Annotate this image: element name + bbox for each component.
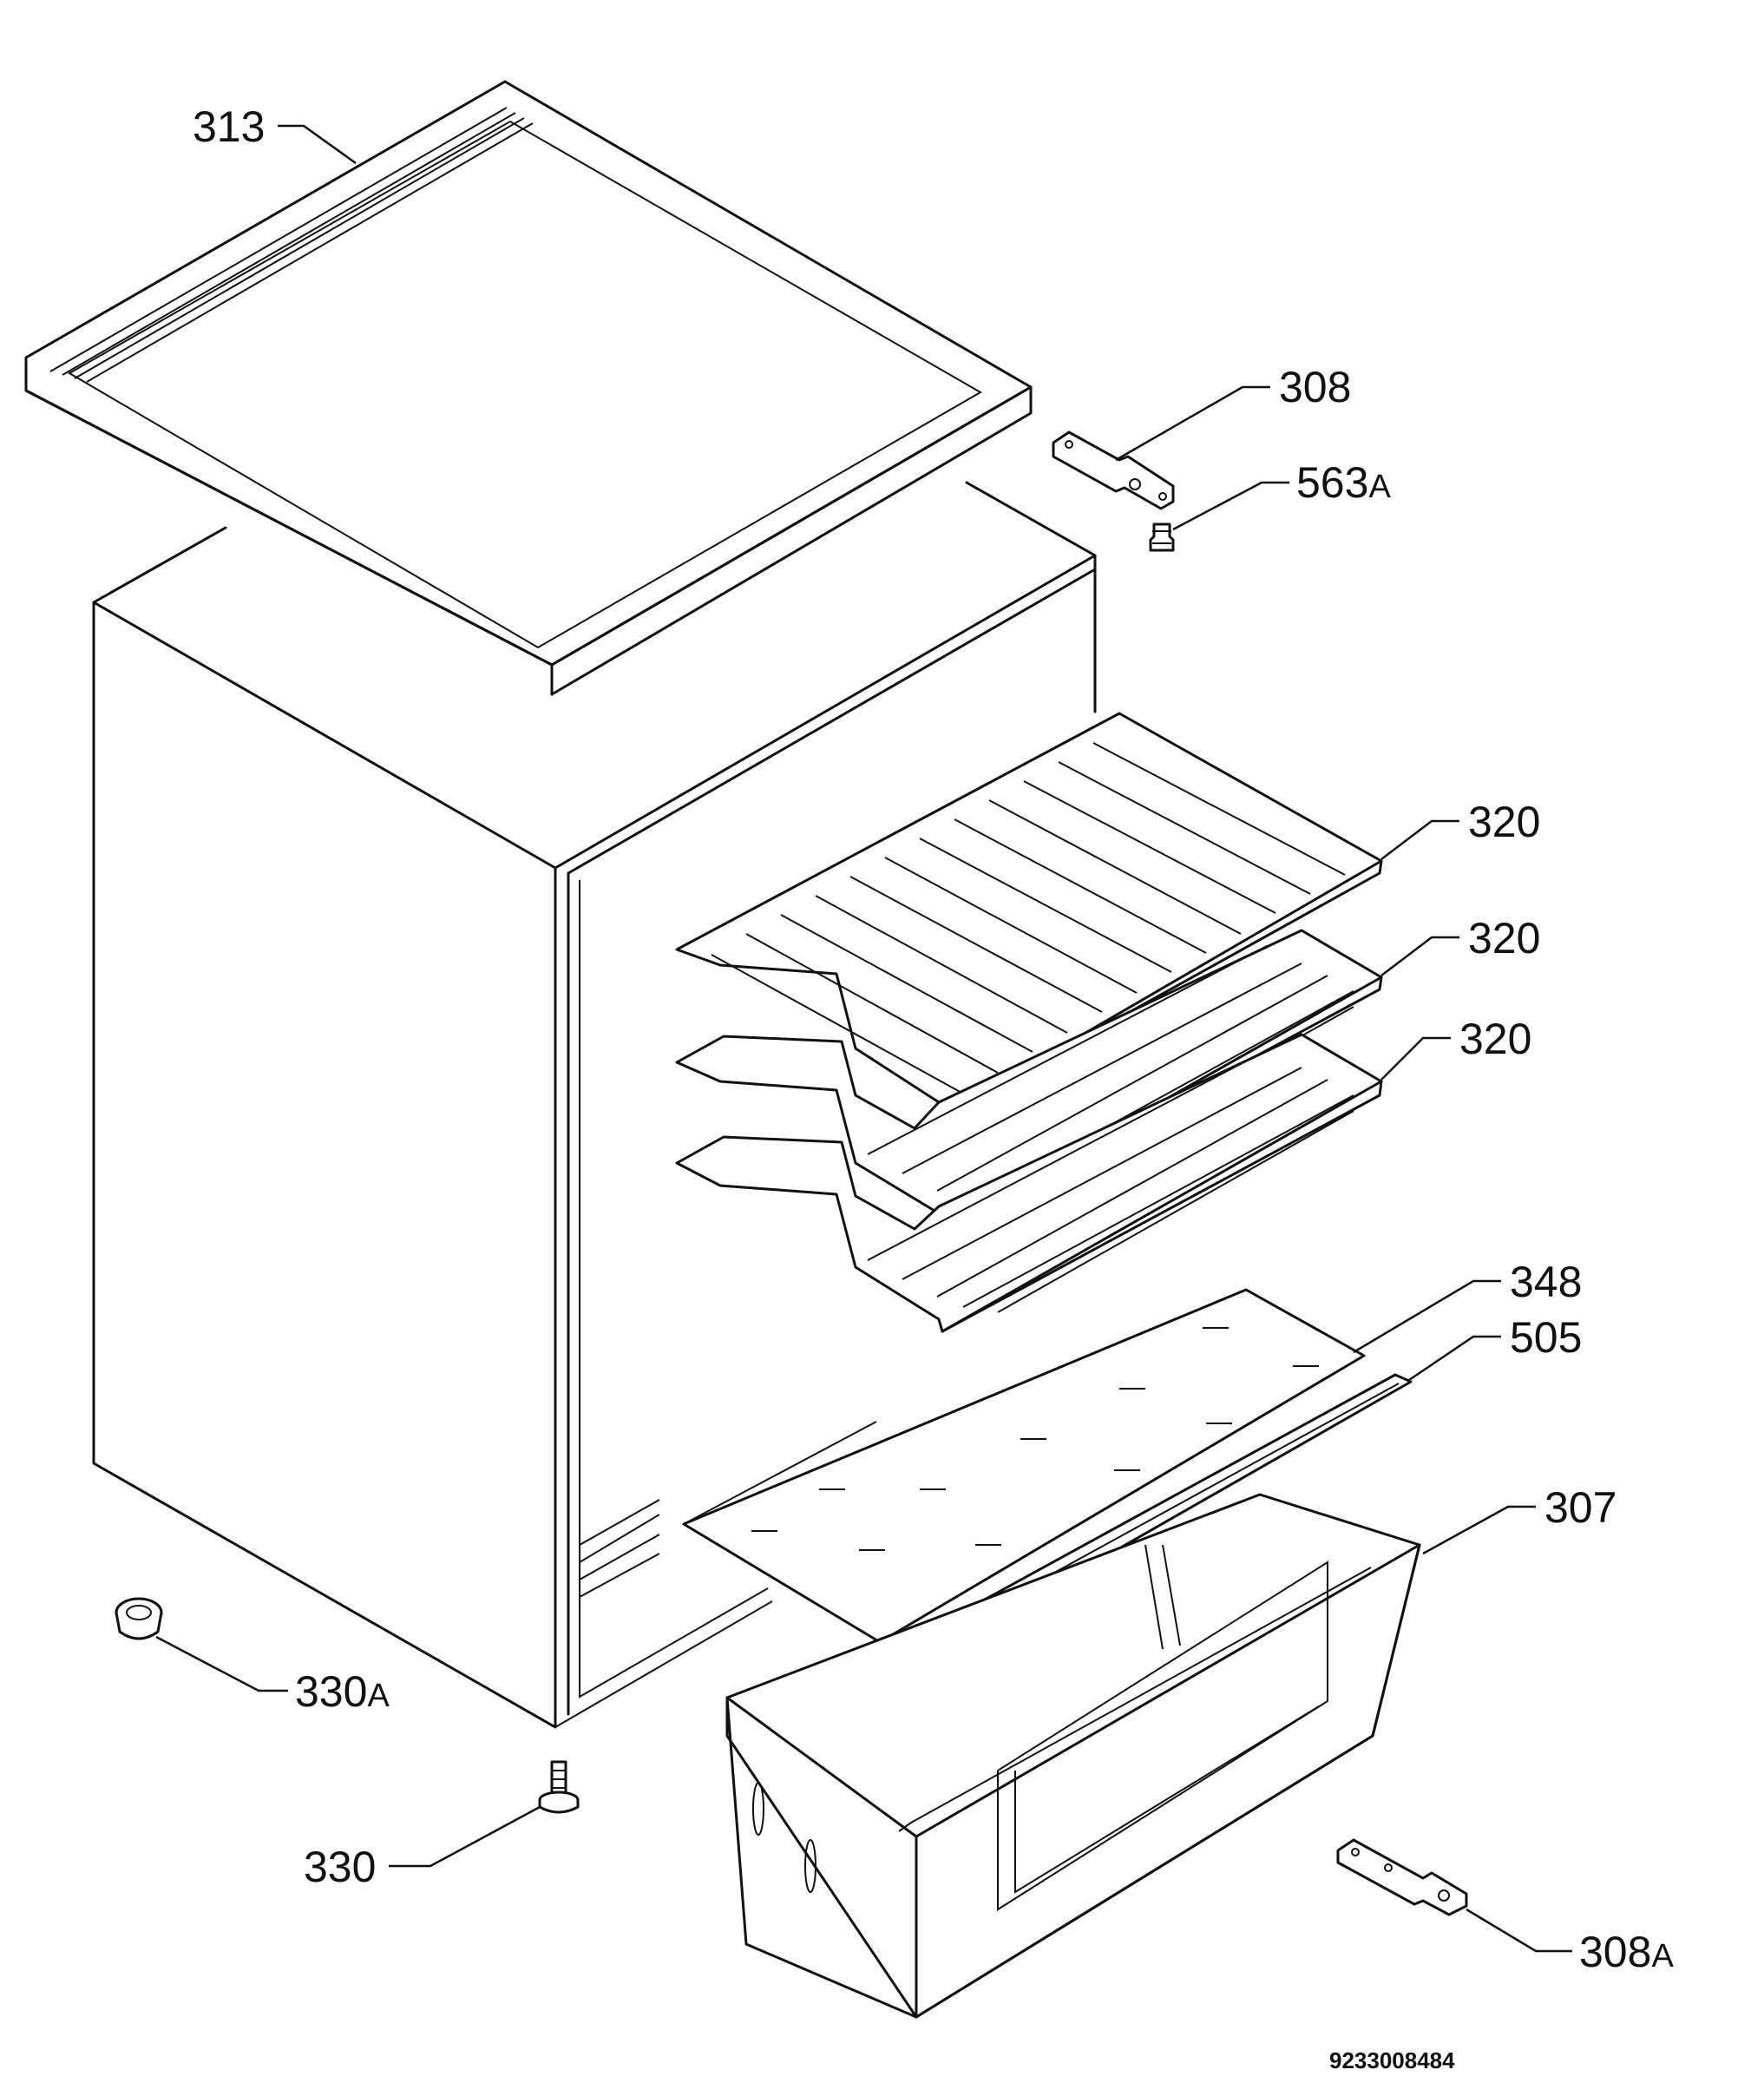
label-320-top: 320	[1468, 798, 1540, 846]
part-labels: 313 308 563A 320 320 320 348 505 307 330…	[193, 102, 1674, 1976]
part-308a-hinge-bracket	[1336, 1838, 1468, 1916]
label-320-middle: 320	[1468, 914, 1540, 963]
label-563a: 563A	[1296, 458, 1391, 507]
part-313-top-panel	[24, 80, 1033, 696]
leader-lines	[155, 124, 1572, 1953]
label-505: 505	[1510, 1313, 1582, 1362]
label-308: 308	[1279, 363, 1351, 411]
part-330a-foot-cap	[115, 1597, 163, 1640]
part-563a-screw	[1149, 522, 1175, 552]
part-308-hinge-bracket	[1052, 430, 1175, 510]
label-330a: 330A	[295, 1667, 390, 1716]
label-320-bottom: 320	[1459, 1015, 1531, 1063]
cabinet-body	[92, 481, 1097, 1729]
label-313: 313	[193, 102, 265, 151]
part-330-adjustable-foot	[538, 1760, 580, 1814]
part-348-glass-plate	[682, 1288, 1366, 1644]
label-348: 348	[1510, 1258, 1582, 1306]
label-330: 330	[304, 1843, 376, 1891]
document-number: 9233008484	[1329, 2047, 1455, 2073]
part-307-crisper-drawer	[725, 1493, 1421, 2019]
label-308a: 308A	[1579, 1928, 1674, 1976]
part-320-wire-shelf-bottom	[675, 1033, 1383, 1333]
label-307: 307	[1544, 1483, 1616, 1532]
